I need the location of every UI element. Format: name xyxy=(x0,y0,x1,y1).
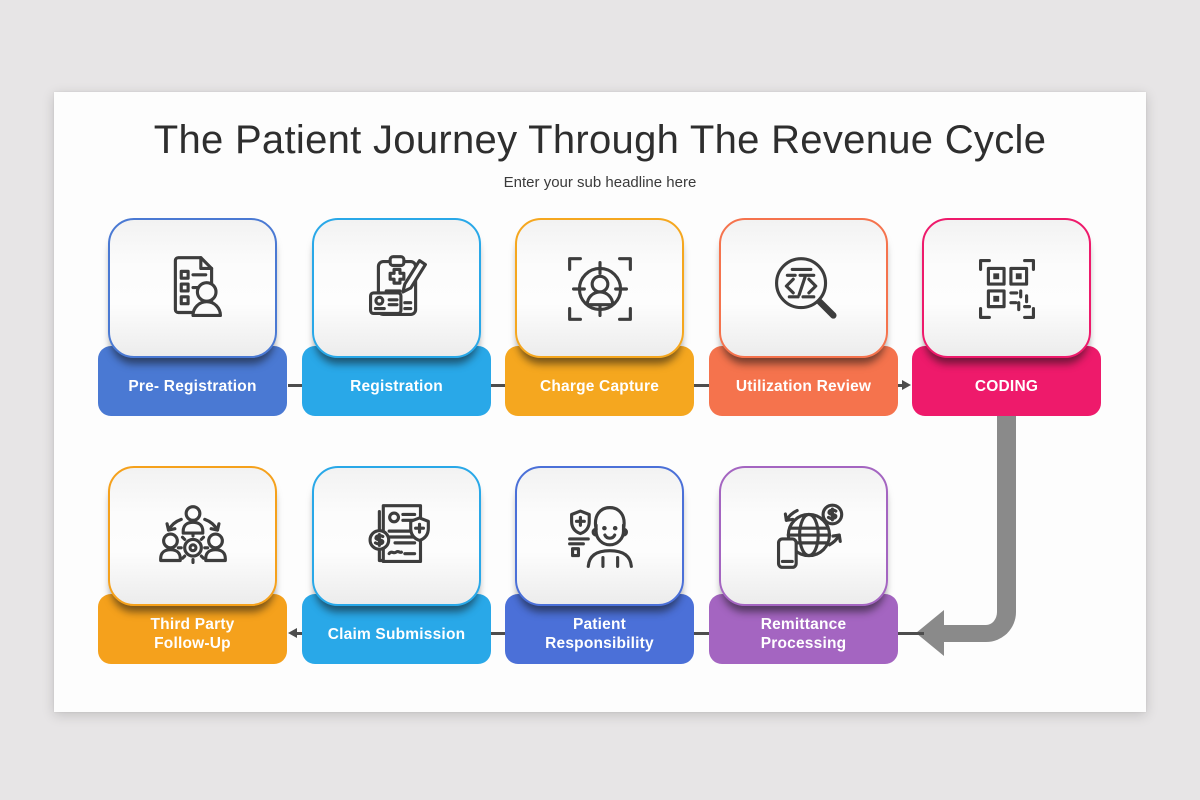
document-user-icon xyxy=(173,256,222,318)
step-patient-responsibility: Patient Responsibility xyxy=(505,466,694,664)
claim-document-icon xyxy=(368,504,430,564)
connector-line xyxy=(296,632,302,635)
step-third-party-follow-up: Third Party Follow-Up xyxy=(98,466,287,664)
step-claim-submission: Claim Submission xyxy=(302,466,491,664)
arrow-left-icon xyxy=(288,628,297,638)
step-label: Remittance Processing xyxy=(760,616,847,652)
step-card xyxy=(108,466,277,606)
clipboard-idcard-pen-icon xyxy=(368,255,427,317)
qr-code-icon xyxy=(978,259,1035,319)
connector-line xyxy=(694,632,709,635)
step-card xyxy=(515,466,684,606)
slide-title: The Patient Journey Through The Revenue … xyxy=(153,118,1047,162)
connector-line xyxy=(491,632,506,635)
elbow-connector xyxy=(944,416,1016,642)
slide-subtitle: Enter your sub headline here xyxy=(503,174,697,191)
person-target-icon xyxy=(567,257,632,321)
step-label: Pre- Registration xyxy=(128,377,257,395)
step-charge-capture: Charge Capture xyxy=(505,218,694,416)
step-label: Charge Capture xyxy=(539,377,660,395)
step-label: Third Party Follow-Up xyxy=(150,616,235,652)
step-label: CODING xyxy=(974,377,1039,395)
patient-shield-icon xyxy=(567,506,633,568)
step-pre-registration: Pre- Registration xyxy=(98,218,287,416)
team-gear-icon xyxy=(158,505,227,565)
step-card xyxy=(312,466,481,606)
connector-line xyxy=(898,632,924,635)
step-card xyxy=(515,218,684,358)
step-coding: CODING xyxy=(912,218,1101,416)
globe-phone-dollar-icon xyxy=(776,503,843,569)
connector-line xyxy=(491,384,506,387)
connector-line xyxy=(288,384,302,387)
connector-line xyxy=(898,384,905,387)
step-card xyxy=(922,218,1091,358)
step-label: Patient Responsibility xyxy=(545,616,654,652)
step-registration: Registration xyxy=(302,218,491,416)
magnifier-code-icon xyxy=(774,257,837,319)
step-card xyxy=(719,466,888,606)
step-remittance-processing: Remittance Processing xyxy=(709,466,898,664)
step-card xyxy=(312,218,481,358)
connector-line xyxy=(694,384,709,387)
step-label: Registration xyxy=(350,377,443,395)
step-utilization-review: Utilization Review xyxy=(709,218,898,416)
step-label: Claim Submission xyxy=(327,625,466,643)
arrow-right-icon xyxy=(902,380,911,390)
step-card xyxy=(108,218,277,358)
step-card xyxy=(719,218,888,358)
step-label: Utilization Review xyxy=(735,377,872,395)
